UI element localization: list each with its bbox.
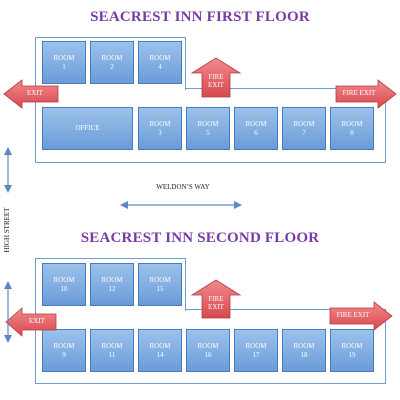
first-floor-fire-exit-up-arrow <box>190 57 242 98</box>
first-floor-corridor-line <box>186 88 386 89</box>
first-floor-wing-outline <box>35 37 186 90</box>
first-floor-fire-exit-center-label: FIRE EXIT <box>208 73 224 89</box>
second-floor-fire-exit-center-label: FIRE EXIT <box>208 295 224 311</box>
second-floor-exit-label: EXIT <box>29 317 45 325</box>
room-17[interactable]: ROOM 17 <box>234 329 278 372</box>
room-18[interactable]: ROOM 18 <box>282 329 326 372</box>
room-15[interactable]: ROOM 15 <box>138 263 182 306</box>
room-3[interactable]: ROOM 3 <box>138 107 182 150</box>
second-floor-title: SEACREST INN SECOND FLOOR <box>80 230 320 246</box>
first-floor-title: SEACREST INN FIRST FLOOR <box>90 9 310 25</box>
first-floor-main-outline <box>35 88 386 163</box>
room-14[interactable]: ROOM 14 <box>138 329 182 372</box>
first-floor-fire-exit-right-arrow <box>335 79 397 109</box>
first-floor-exit-label: EXIT <box>27 89 43 97</box>
second-floor-corridor-line <box>186 309 386 310</box>
second-floor-main-outline <box>35 309 386 384</box>
room-16[interactable]: ROOM 16 <box>186 329 230 372</box>
room-5[interactable]: ROOM 5 <box>186 107 230 150</box>
high-street-label: HIGH STREET <box>3 207 11 253</box>
room-7[interactable]: ROOM 7 <box>282 107 326 150</box>
room-6[interactable]: ROOM 6 <box>234 107 278 150</box>
second-floor-fire-exit-right-arrow <box>329 301 393 331</box>
second-floor-fire-exit-right-label: FIRE EXIT <box>336 311 370 319</box>
high-street-arrow-upper <box>4 147 12 193</box>
room-19[interactable]: ROOM 19 <box>330 329 374 372</box>
room-9[interactable]: ROOM 9 <box>42 329 86 372</box>
weldons-way-label: WELDON’S WAY <box>156 183 210 191</box>
high-street-arrow-lower <box>4 281 12 343</box>
room-4[interactable]: ROOM 4 <box>138 41 182 84</box>
first-floor-fire-exit-right-label: FIRE EXIT <box>342 89 376 97</box>
second-floor-wing-outline <box>35 258 186 311</box>
office[interactable]: OFFICE <box>42 107 133 150</box>
room-2[interactable]: ROOM 2 <box>90 41 134 84</box>
room-11[interactable]: ROOM 11 <box>90 329 134 372</box>
room-12[interactable]: ROOM 12 <box>90 263 134 306</box>
room-8[interactable]: ROOM 8 <box>330 107 374 150</box>
weldons-way-arrow <box>120 201 242 209</box>
second-floor-fire-exit-up-arrow <box>190 279 242 319</box>
room-10[interactable]: ROOM 10 <box>42 263 86 306</box>
second-floor-exit-arrow <box>5 307 57 337</box>
first-floor-exit-arrow <box>3 79 59 109</box>
room-1[interactable]: ROOM 1 <box>42 41 86 84</box>
